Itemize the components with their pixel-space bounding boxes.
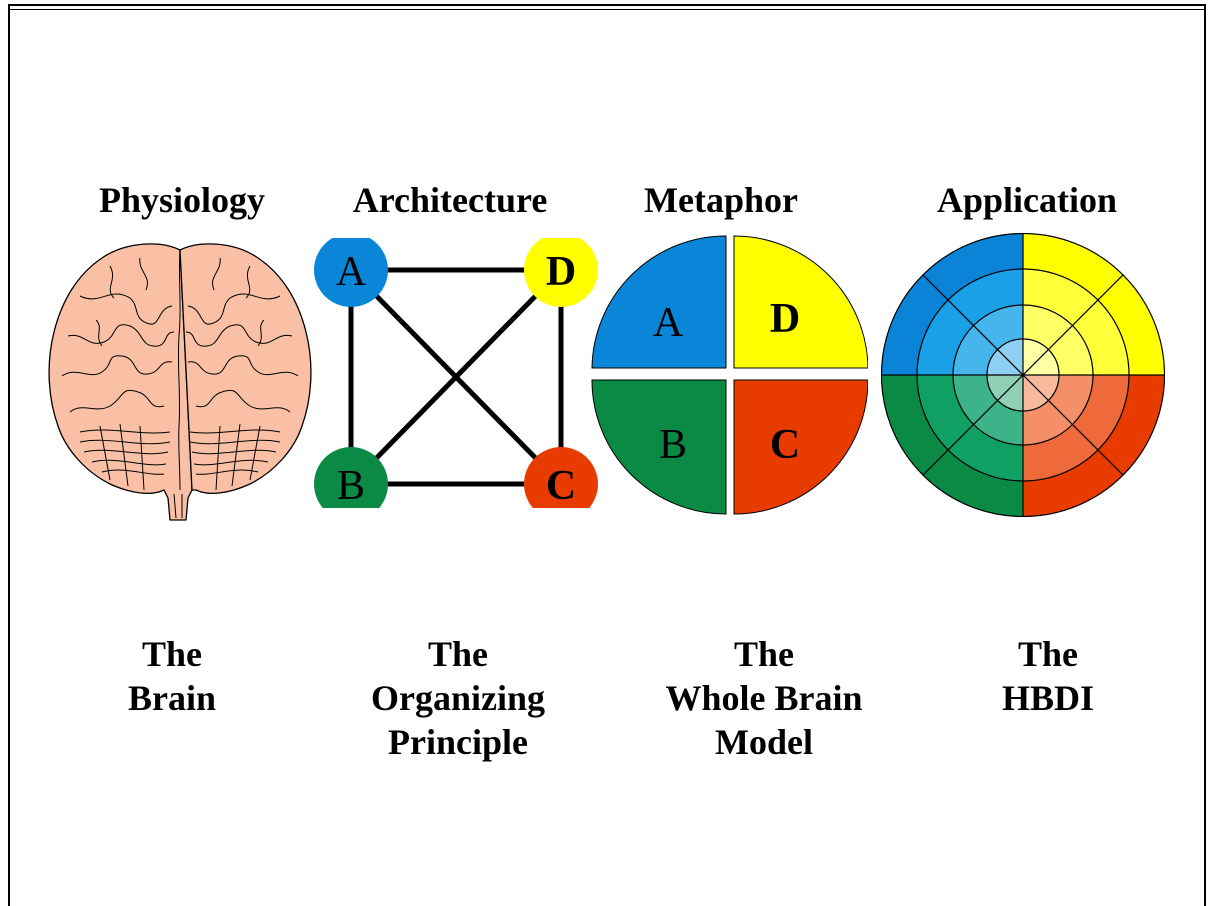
node-d-label: D — [546, 249, 576, 295]
caption-whole-brain-model: The Whole Brain Model — [634, 632, 894, 764]
heading-physiology: Physiology — [98, 180, 266, 220]
slide-frame — [8, 4, 1206, 906]
node-a — [314, 238, 388, 307]
caption-line: The — [733, 634, 794, 674]
whole-brain-model: A D B C — [591, 235, 868, 515]
node-a-label: A — [336, 249, 367, 295]
architecture-diagram: A D B C — [314, 238, 598, 508]
quadrant-a — [591, 235, 727, 369]
hbdi-profile-grid — [881, 233, 1165, 517]
node-c — [524, 447, 598, 508]
quadrant-d-label: D — [770, 296, 800, 342]
heading-architecture: Architecture — [352, 180, 548, 220]
edge-b-d — [349, 268, 563, 486]
node-c-label: C — [546, 463, 576, 508]
node-d — [524, 238, 598, 307]
caption-the-brain: The Brain — [42, 632, 302, 720]
frame-top-rule — [8, 4, 1206, 6]
caption-line: The — [1017, 634, 1078, 674]
caption-line: HBDI — [1001, 678, 1095, 718]
node-b-label: B — [337, 463, 365, 508]
frame-left-rule — [8, 4, 10, 906]
caption-hbdi: The HBDI — [918, 632, 1178, 720]
quadrant-a-label: A — [653, 300, 684, 346]
quadrant-c — [733, 379, 868, 515]
heading-metaphor: Metaphor — [644, 180, 798, 220]
brain-illustration — [48, 243, 312, 521]
quadrant-c-label: C — [770, 422, 800, 468]
caption-line: The — [427, 634, 488, 674]
frame-right-rule — [1204, 4, 1206, 906]
quadrant-b — [591, 379, 727, 515]
caption-line: Brain — [127, 678, 216, 718]
caption-line: Principle — [388, 722, 528, 762]
quadrant-b-label: B — [659, 422, 687, 468]
caption-line: Model — [715, 722, 813, 762]
quadrant-d — [733, 235, 868, 369]
frame-top-rule-thin — [8, 9, 1206, 10]
caption-line: Organizing — [370, 678, 545, 718]
brain-left-hemisphere — [48, 243, 193, 521]
heading-application: Application — [936, 180, 1118, 220]
node-b — [314, 447, 388, 508]
caption-line: The — [141, 634, 202, 674]
caption-organizing-principle: The Organizing Principle — [328, 632, 588, 764]
brain-right-hemisphere — [179, 243, 312, 495]
caption-line: Whole Brain — [665, 678, 863, 718]
hbdi-grid-lines — [881, 233, 1165, 517]
